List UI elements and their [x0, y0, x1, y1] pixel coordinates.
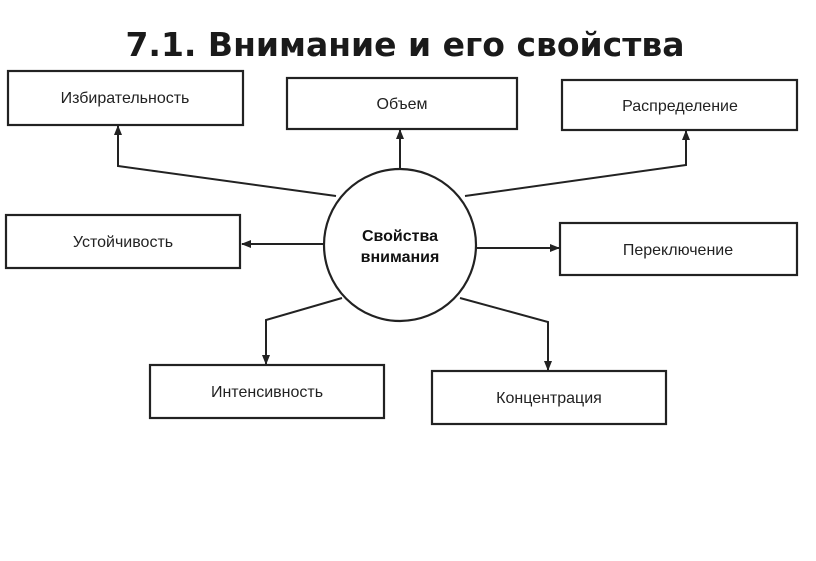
property-box-ustoychivost: Устойчивость	[4, 213, 242, 270]
connectors	[114, 125, 690, 371]
property-label: Переключение	[623, 242, 733, 259]
page-title: 7.1. Внимание и его свойства	[125, 25, 684, 64]
arrow-kontsentratsiya	[459, 297, 552, 371]
property-box-raspredelenie: Распределение	[560, 78, 799, 132]
property-box-kontsentratsiya: Концентрация	[430, 369, 668, 426]
property-box-obem: Объем	[285, 76, 519, 131]
center-node: Свойства внимания	[322, 167, 478, 323]
property-box-pereklyuchenie: Переключение	[558, 221, 799, 277]
arrow-intensivnost	[262, 297, 343, 365]
property-box-izbiratelnost: Избирательность	[6, 69, 245, 127]
property-label: Концентрация	[496, 390, 602, 407]
arrow-raspredelenie	[464, 130, 690, 197]
center-label-line2: внимания	[361, 249, 440, 266]
center-label-line1: Свойства	[362, 228, 438, 245]
property-label: Устойчивость	[73, 234, 173, 251]
arrow-izbiratelnost	[114, 125, 337, 197]
property-label: Объем	[377, 96, 428, 113]
property-label: Интенсивность	[211, 384, 323, 401]
property-box-intensivnost: Интенсивность	[148, 363, 386, 420]
property-label: Распределение	[622, 98, 738, 115]
property-label: Избирательность	[61, 90, 190, 107]
